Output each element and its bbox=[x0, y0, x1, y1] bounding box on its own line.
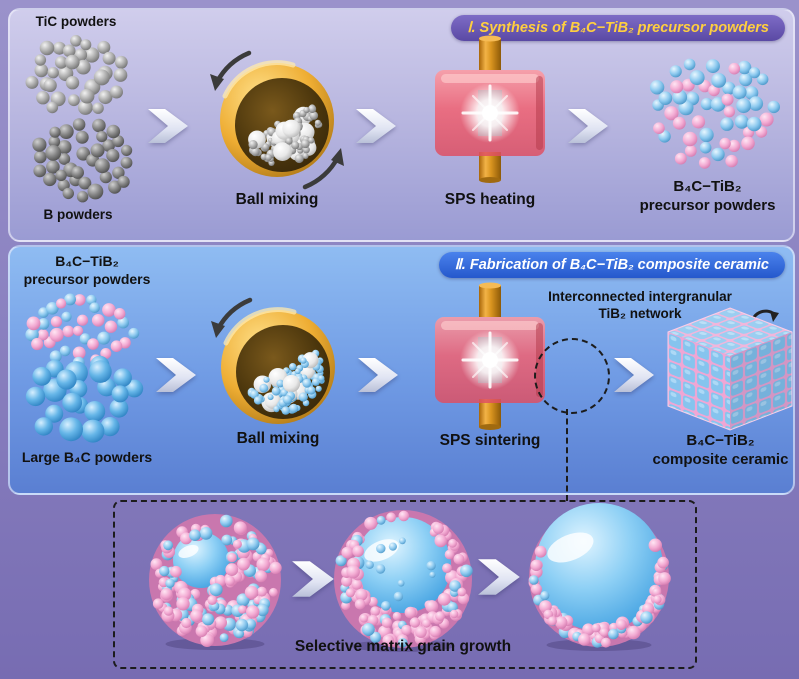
panel2-product-line1: B₄C−TiB₂ bbox=[686, 432, 755, 449]
panel1-title: Ⅰ. Synthesis of B₄C−TiB₂ precursor powde… bbox=[451, 15, 785, 41]
large-b4c-cluster bbox=[25, 355, 144, 443]
tic-powders-label: TiC powders bbox=[35, 14, 117, 29]
large-b4c-label: Large B₄C powders bbox=[21, 449, 153, 465]
arrow-icon bbox=[146, 106, 192, 146]
arrow-icon bbox=[354, 106, 400, 146]
panel1-product-line2: precursor powders bbox=[639, 196, 776, 214]
dashed-connector-line bbox=[566, 409, 568, 501]
arrow-icon bbox=[612, 355, 658, 395]
sps-upper-electrode bbox=[479, 285, 501, 317]
panel1-product-label: B₄C−TiB₂ precursor powders bbox=[615, 178, 799, 216]
sps-lower-electrode bbox=[479, 399, 501, 427]
grain-stage2-sphere bbox=[334, 510, 473, 652]
rotation-arrow-icon bbox=[210, 50, 252, 91]
grain-stage1-sphere bbox=[149, 514, 282, 650]
network-line1: Interconnected intergranular bbox=[548, 289, 732, 304]
mill-balls bbox=[248, 104, 323, 166]
ball-mixing-label: Ball mixing bbox=[236, 430, 320, 447]
ball-mill bbox=[211, 297, 335, 424]
arrow-icon bbox=[476, 556, 524, 598]
panel-fabrication: Ⅱ. Fabrication of B₄C−TiB₂ composite cer… bbox=[8, 245, 795, 495]
rotation-arrow-icon bbox=[302, 148, 344, 190]
cube-left-face bbox=[668, 332, 730, 431]
panel2-precursor-line1: B₄C−TiB₂ bbox=[55, 253, 119, 269]
sps-unit bbox=[435, 35, 545, 183]
panel2-product-label: B₄C−TiB₂ composite ceramic bbox=[638, 432, 799, 470]
sps-lower-electrode bbox=[479, 152, 501, 180]
grain-stage3-sphere bbox=[528, 503, 671, 651]
arrow-icon bbox=[566, 106, 612, 146]
b-powder-cluster bbox=[32, 118, 133, 203]
arrow-icon bbox=[356, 355, 402, 395]
panel2-product-line2: composite ceramic bbox=[652, 450, 789, 468]
panel2-title: Ⅱ. Fabrication of B₄C−TiB₂ composite cer… bbox=[438, 252, 785, 278]
rotation-arrow-icon bbox=[211, 297, 253, 338]
composite-ceramic-cube bbox=[667, 307, 793, 431]
panel-synthesis: Ⅰ. Synthesis of B₄C−TiB₂ precursor powde… bbox=[8, 8, 795, 242]
panel2-precursor-line2: precursor powders bbox=[23, 270, 151, 287]
zoom-region-circle bbox=[534, 338, 610, 414]
panel1-product-line1: B₄C−TiB₂ bbox=[673, 178, 742, 195]
grain-growth-inset bbox=[113, 500, 697, 669]
ball-mill bbox=[210, 50, 344, 190]
b-powders-label: B powders bbox=[43, 207, 113, 222]
arrow-icon bbox=[154, 355, 200, 395]
panel2-precursor-label: B₄C−TiB₂ precursor powders bbox=[12, 253, 162, 288]
tic-powder-cluster bbox=[25, 35, 128, 115]
mill-balls bbox=[247, 349, 325, 415]
sps-upper-electrode bbox=[479, 38, 501, 70]
ball-mixing-label: Ball mixing bbox=[235, 191, 319, 208]
network-annotation: Interconnected intergranular TiB₂ networ… bbox=[515, 289, 765, 323]
cube-right-face bbox=[730, 331, 792, 430]
precursor-powder-cluster bbox=[649, 58, 780, 169]
inset-caption: Selective matrix grain growth bbox=[294, 638, 512, 655]
network-line2: TiB₂ network bbox=[598, 305, 682, 321]
sps-sintering-label: SPS sintering bbox=[439, 432, 541, 449]
sps-heating-label: SPS heating bbox=[444, 191, 536, 208]
